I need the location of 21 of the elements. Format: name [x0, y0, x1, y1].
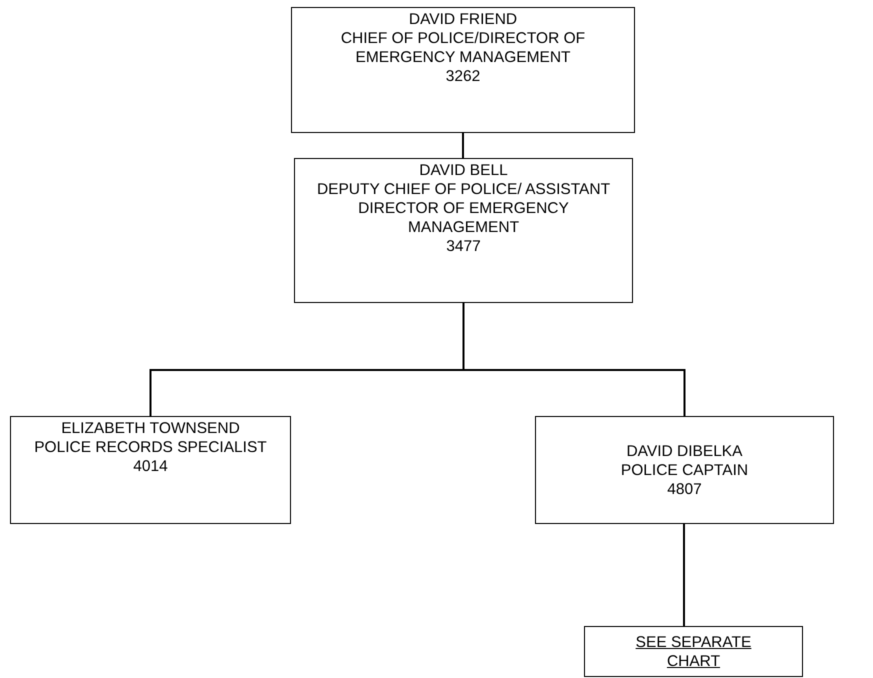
phone-extension: 3477 [446, 237, 481, 256]
phone-extension: 3262 [446, 67, 480, 86]
person-name: DAVID DIBELKA [626, 442, 742, 460]
job-title: DEPUTY CHIEF OF POLICE/ ASSISTANT DIRECTOR OF EMERGENCY MANAGEMENT [316, 180, 612, 237]
position-box [294, 158, 633, 303]
position-box [535, 416, 834, 524]
position-box [10, 416, 291, 524]
person-name: ELIZABETH TOWNSEND [61, 419, 240, 438]
job-title: POLICE CAPTAIN [620, 460, 748, 480]
position-box [584, 626, 803, 677]
person-name: DAVID BELL [419, 161, 508, 180]
connector-line [683, 524, 685, 626]
phone-extension: 4807 [667, 480, 702, 498]
person-name: DAVID FRIEND [408, 10, 518, 29]
position-box [291, 7, 635, 133]
job-title: CHIEF OF POLICE/DIRECTOR OF EMERGENCY MANAGEMENT [340, 29, 586, 67]
phone-extension: 4014 [133, 457, 168, 476]
connector-line [462, 133, 464, 158]
connector-line [462, 303, 686, 416]
chart-reference-link: SEE SEPARATE CHART [634, 632, 752, 670]
job-title: POLICE RECORDS SPECIALIST [34, 438, 267, 457]
